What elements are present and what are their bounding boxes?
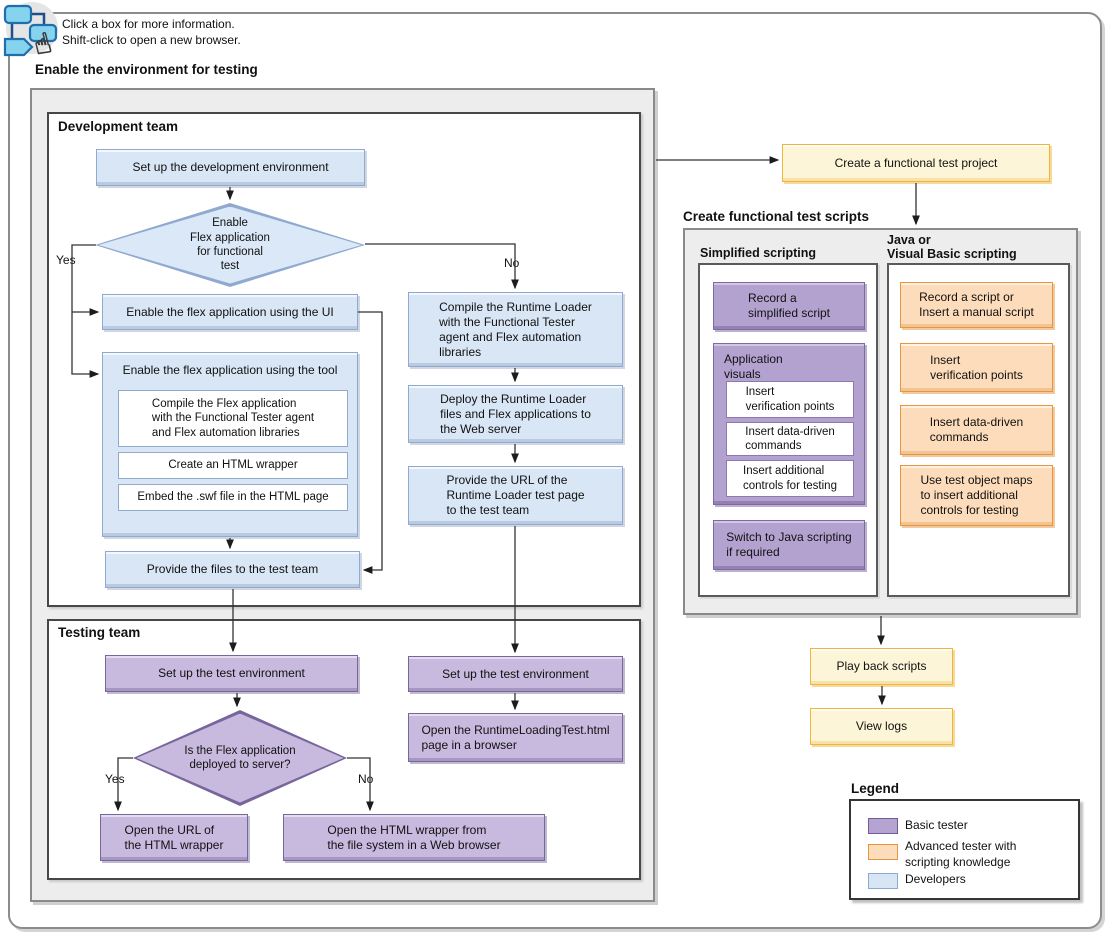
node-setup-dev-environment[interactable]: Set up the development environment <box>96 149 365 186</box>
node-enable-tool[interactable]: Enable the flex application using the to… <box>102 352 358 537</box>
label-no-1: No <box>504 256 520 270</box>
node-insert-verification-simplified[interactable]: Insert verification points <box>726 381 854 418</box>
java-vb-scripting-title: Java or Visual Basic scripting <box>887 233 1017 262</box>
testing-team-title: Testing team <box>58 625 141 640</box>
node-provide-files[interactable]: Provide the files to the test team <box>105 551 360 588</box>
create-scripts-title: Create functional test scripts <box>683 209 870 224</box>
decision-deployed-label: Is the Flex application deployed to serv… <box>184 744 296 771</box>
node-compile-runtime-loader[interactable]: Compile the Runtime Loader with the Func… <box>408 292 623 367</box>
legend-label-basic: Basic tester <box>905 818 968 832</box>
node-open-runtime-page[interactable]: Open the RuntimeLoadingTest.html page in… <box>408 713 623 762</box>
legend-swatch-advanced <box>868 844 898 860</box>
flowchart-cursor-icon: ☝ <box>2 0 62 63</box>
node-open-html-wrapper[interactable]: Open the HTML wrapper from the file syst… <box>283 814 545 861</box>
node-enable-ui[interactable]: Enable the flex application using the UI <box>102 294 358 330</box>
legend-label-developers: Developers <box>905 872 966 886</box>
legend-swatch-developers <box>868 873 898 889</box>
legend-swatch-basic <box>868 818 898 834</box>
node-provide-url[interactable]: Provide the URL of the Runtime Loader te… <box>408 466 623 525</box>
node-deploy-runtime-loader[interactable]: Deploy the Runtime Loader files and Flex… <box>408 385 623 443</box>
node-insert-datadriven-simplified[interactable]: Insert data-driven commands <box>726 422 854 456</box>
node-switch-java[interactable]: Switch to Java scripting if required <box>713 520 865 570</box>
app-visuals-label: Application visuals <box>724 352 783 381</box>
node-insert-verification-java[interactable]: Insert verification points <box>900 343 1053 392</box>
legend-box: Basic tester Advanced tester with script… <box>849 799 1080 900</box>
decision-deployed[interactable]: Is the Flex application deployed to serv… <box>133 710 347 806</box>
app-visuals-group[interactable]: Application visuals Insert verification … <box>713 343 865 505</box>
simplified-scripting-title: Simplified scripting <box>700 246 816 260</box>
label-yes-2: Yes <box>105 772 125 786</box>
decision-enable-flex-label: Enable Flex application for functional t… <box>190 217 270 273</box>
node-record-simplified[interactable]: Record a simplified script <box>713 282 865 330</box>
node-setup-test-right[interactable]: Set up the test environment <box>408 656 623 692</box>
node-insert-additional-simplified[interactable]: Insert additional controls for testing <box>726 460 854 497</box>
instruction-text: Click a box for more information. Shift-… <box>62 16 241 48</box>
legend-label-advanced: Advanced tester with scripting knowledge <box>905 839 1017 869</box>
node-use-test-object-maps[interactable]: Use test object maps to insert additiona… <box>900 465 1053 526</box>
node-compile-flex[interactable]: Compile the Flex application with the Fu… <box>118 390 348 447</box>
instruction-line-2: Shift-click to open a new browser. <box>62 33 241 48</box>
node-view-logs[interactable]: View logs <box>810 708 953 745</box>
node-create-html-wrapper[interactable]: Create an HTML wrapper <box>118 452 348 479</box>
dev-team-title: Development team <box>58 119 179 134</box>
node-play-back[interactable]: Play back scripts <box>810 648 953 685</box>
enable-environment-title: Enable the environment for testing <box>35 62 258 77</box>
node-record-script[interactable]: Record a script or Insert a manual scrip… <box>900 282 1053 328</box>
node-open-url-wrapper[interactable]: Open the URL of the HTML wrapper <box>100 814 248 861</box>
node-insert-datadriven-java[interactable]: Insert data-driven commands <box>900 405 1053 455</box>
node-embed-swf[interactable]: Embed the .swf file in the HTML page <box>118 484 348 511</box>
legend-title: Legend <box>851 781 900 796</box>
node-create-test-project[interactable]: Create a functional test project <box>782 144 1050 182</box>
label-yes-1: Yes <box>56 253 76 267</box>
node-enable-tool-label: Enable the flex application using the to… <box>122 363 338 377</box>
outer-frame <box>8 12 1102 929</box>
node-setup-test-left[interactable]: Set up the test environment <box>105 655 358 692</box>
label-no-2: No <box>358 772 374 786</box>
instruction-line-1: Click a box for more information. <box>62 17 235 31</box>
decision-enable-flex[interactable]: Enable Flex application for functional t… <box>95 203 365 287</box>
